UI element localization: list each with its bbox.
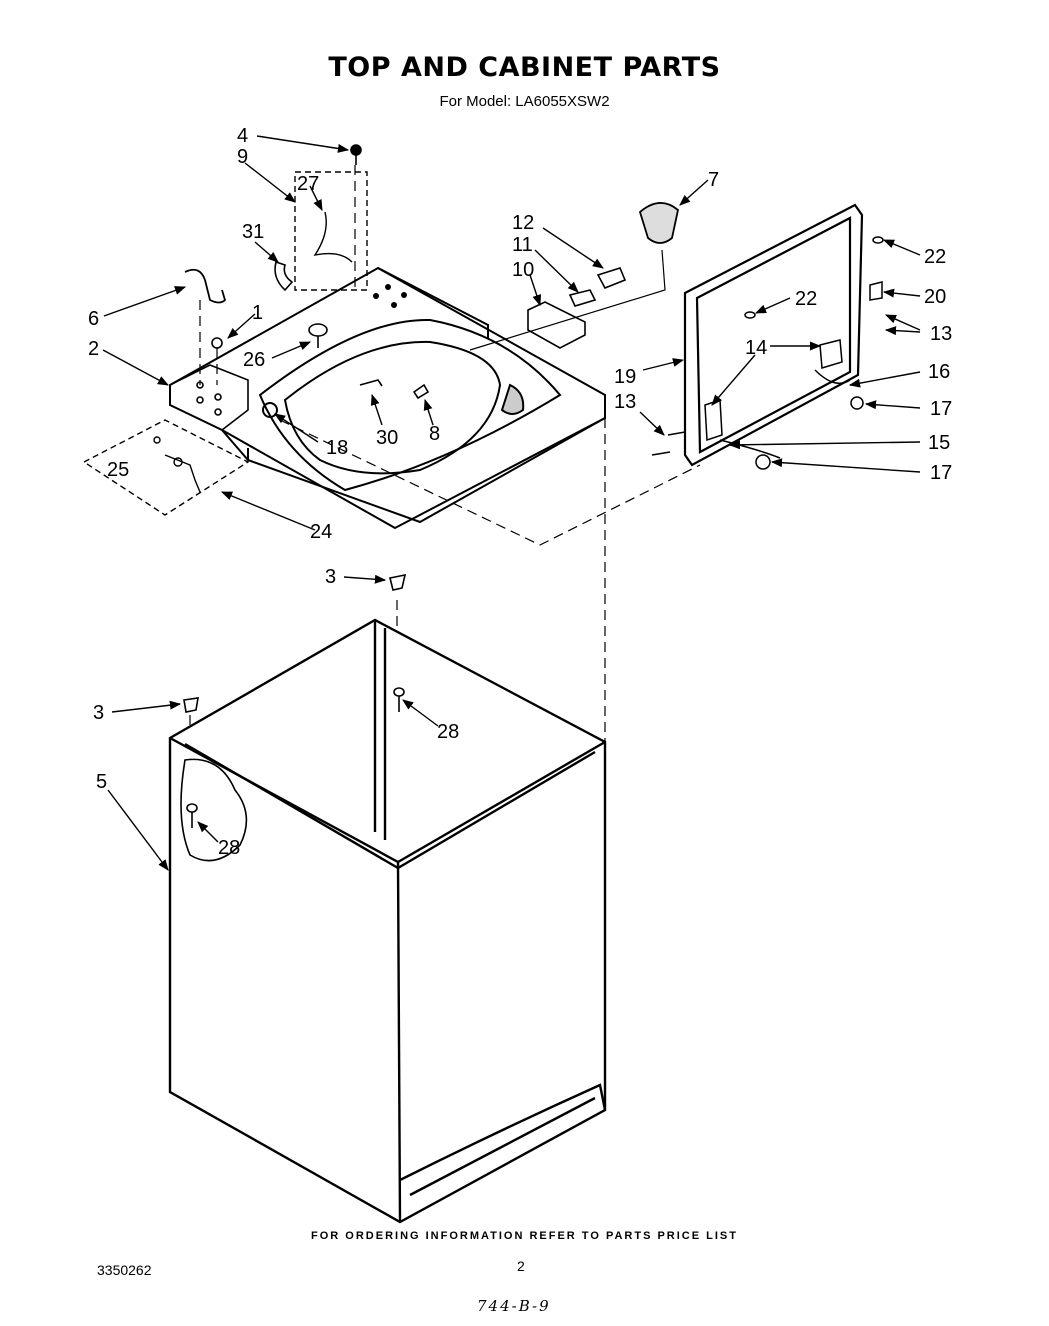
callout-10: 10 — [512, 259, 534, 281]
callout-3b: 3 — [93, 702, 104, 724]
cabinet-cutaway — [180, 758, 248, 862]
callout-1: 1 — [252, 302, 263, 324]
part-8 — [412, 383, 430, 400]
callout-27: 27 — [297, 173, 319, 195]
callout-31: 31 — [242, 221, 264, 243]
page-number: 2 — [517, 1258, 525, 1274]
part-1-nut — [211, 337, 223, 349]
control-bracket — [169, 364, 249, 431]
part-7-handle — [638, 202, 679, 244]
callout-30: 30 — [376, 427, 398, 449]
callout-13b: 13 — [614, 391, 636, 413]
callout-20: 20 — [924, 286, 946, 308]
part-26-knob — [308, 323, 328, 348]
part-28-screw-a — [186, 803, 198, 828]
top-holes — [373, 284, 407, 308]
part-6-bracket — [184, 268, 227, 304]
part-30 — [359, 379, 383, 387]
cabinet — [168, 618, 607, 1224]
callout-26: 26 — [243, 349, 265, 371]
callout-25: 25 — [107, 459, 129, 481]
callout-12: 12 — [512, 212, 534, 234]
part-28-screw-b — [393, 687, 405, 712]
callout-7: 7 — [708, 169, 719, 191]
callout-15: 15 — [928, 432, 950, 454]
callout-8: 8 — [429, 423, 440, 445]
part-25-fitting — [153, 436, 201, 493]
callout-28b: 28 — [218, 837, 240, 859]
model-line: For Model: LA6055XSW2 — [439, 93, 610, 110]
callout-4: 4 — [237, 125, 248, 147]
callout-19: 19 — [614, 366, 636, 388]
callout-18: 18 — [326, 437, 348, 459]
callout-17b: 17 — [930, 462, 952, 484]
part-31-clip — [274, 260, 294, 292]
callout-16: 16 — [928, 361, 950, 383]
lid-frame — [683, 203, 864, 467]
callout-28a: 28 — [437, 721, 459, 743]
callout-13a: 13 — [930, 323, 952, 345]
document-number: 3350262 — [97, 1262, 152, 1278]
ordering-info: FOR ORDERING INFORMATION REFER TO PARTS … — [311, 1230, 738, 1242]
callout-3a: 3 — [325, 566, 336, 588]
part-3-clip-b — [183, 697, 199, 713]
parts-bag-24-25 — [82, 419, 250, 516]
callout-22a: 22 — [924, 246, 946, 268]
callout-17a: 17 — [930, 398, 952, 420]
hinge-parts — [527, 267, 627, 349]
callout-14: 14 — [745, 337, 767, 359]
leader-lines — [102, 135, 921, 871]
callout-22b: 22 — [795, 288, 817, 310]
part-3-clip-a — [389, 573, 407, 591]
callout-24: 24 — [310, 521, 332, 543]
part-4-screw — [350, 144, 362, 165]
callout-11: 11 — [512, 234, 533, 256]
callout-labels: 4 9 27 31 6 1 2 26 18 30 8 25 24 12 11 1… — [88, 125, 952, 859]
callout-6: 6 — [88, 308, 99, 330]
callout-5: 5 — [96, 771, 107, 793]
washer-top-panel — [169, 266, 606, 530]
wiring-harness-box — [294, 171, 368, 291]
page-title: TOP AND CABINET PARTS — [328, 52, 721, 83]
callout-9: 9 — [237, 146, 248, 168]
callout-2: 2 — [88, 338, 99, 360]
handwritten-note: 744-B-9 — [477, 1297, 551, 1315]
lid-hardware — [651, 236, 884, 470]
